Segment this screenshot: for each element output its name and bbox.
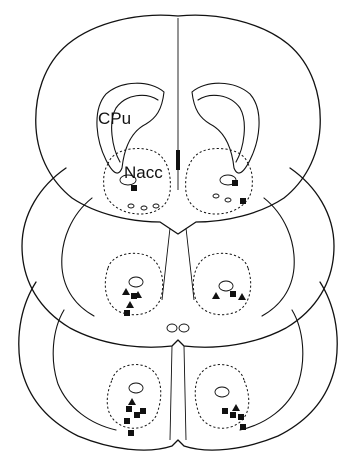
right-nacc-region xyxy=(186,149,253,214)
islet-1 xyxy=(128,204,134,208)
optic-left xyxy=(167,324,177,332)
marker-square xyxy=(124,310,130,316)
marker-triangle xyxy=(128,398,136,405)
label-nacc: Nacc xyxy=(124,163,163,182)
optic-right xyxy=(179,324,189,332)
marker-square xyxy=(128,430,134,436)
marker-square xyxy=(126,406,132,412)
midline-caudal xyxy=(170,346,186,440)
marker-square xyxy=(140,408,146,414)
marker-triangle xyxy=(238,293,246,300)
midline-tick xyxy=(176,150,180,170)
marker-triangle xyxy=(232,404,240,411)
marker-square xyxy=(124,418,130,424)
label-cpu: CPu xyxy=(98,109,131,128)
marker-square xyxy=(230,412,236,418)
marker-triangle xyxy=(212,292,220,299)
islet-2 xyxy=(141,206,147,210)
left-cortex-inner-caudal xyxy=(53,310,116,430)
marker-square xyxy=(240,198,246,204)
section-caudal xyxy=(19,282,337,450)
islet-4 xyxy=(213,194,219,198)
left-nacc-middle xyxy=(105,253,162,314)
marker-square xyxy=(134,412,140,418)
right-commissure-caudal xyxy=(215,387,229,397)
section-caudal-outline xyxy=(19,282,337,450)
marker-square xyxy=(240,424,246,430)
marker-square xyxy=(131,293,137,299)
marker-square xyxy=(222,408,228,414)
marker-square xyxy=(230,291,236,297)
islet-5 xyxy=(225,198,231,202)
midline-middle xyxy=(162,228,194,300)
right-nacc-middle xyxy=(193,253,250,314)
left-cortex-inner xyxy=(62,198,94,316)
marker-triangle xyxy=(126,301,134,308)
left-cpu-inner xyxy=(112,95,158,162)
left-commissure-middle xyxy=(129,277,143,287)
right-commissure-middle xyxy=(219,281,233,291)
marker-square xyxy=(232,180,238,186)
left-nacc-caudal xyxy=(107,365,161,429)
right-cpu-inner xyxy=(198,95,244,162)
right-cortex-inner xyxy=(262,198,294,316)
marker-square xyxy=(131,185,137,191)
marker-square xyxy=(238,414,244,420)
right-cortex-inner-caudal xyxy=(240,310,303,430)
islet-3 xyxy=(153,204,159,208)
left-commissure-caudal xyxy=(129,383,143,393)
section-rostral: CPu Nacc xyxy=(36,15,320,234)
marker-triangle xyxy=(122,288,130,295)
